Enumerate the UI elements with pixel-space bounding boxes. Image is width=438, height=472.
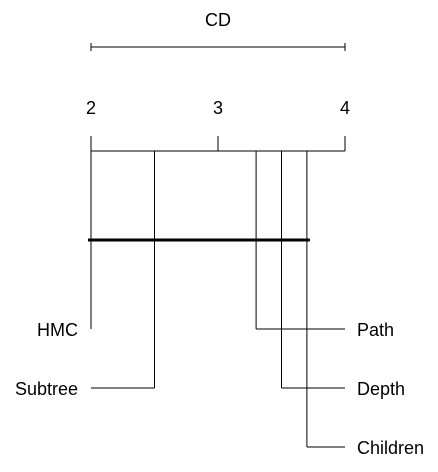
rank-axis: 2 3 4	[86, 98, 350, 152]
method-label: Path	[357, 320, 394, 340]
method-label: Children	[357, 438, 424, 458]
cd-label: CD	[205, 10, 231, 30]
method-label: HMC	[37, 320, 78, 340]
method-label: Subtree	[15, 379, 78, 399]
cd-indicator: CD	[90, 10, 346, 51]
tick-label: 4	[340, 98, 350, 118]
tick-label: 2	[86, 98, 96, 118]
method-label: Depth	[357, 379, 405, 399]
tick-label: 3	[213, 98, 223, 118]
